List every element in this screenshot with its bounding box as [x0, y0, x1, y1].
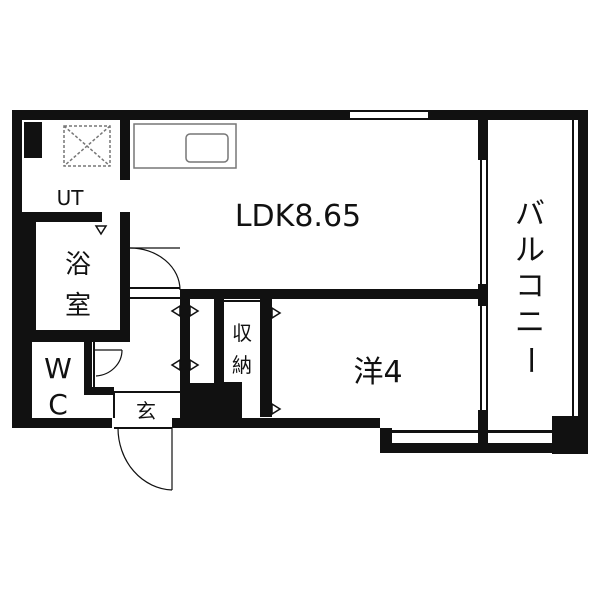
room-label-ldk: LDK8.65	[235, 199, 361, 234]
room-label-bath-1: 浴	[65, 250, 91, 280]
ventilation-fan-icon	[63, 125, 111, 167]
room-label-balcony-4: ニ	[515, 305, 545, 340]
door-swing-icon	[94, 247, 181, 491]
room-label-storage-1: 収	[232, 321, 252, 345]
storage-partitions	[93, 287, 260, 429]
room-label-balcony-1: バ	[515, 197, 545, 232]
room-label-balcony-2: ル	[515, 233, 545, 268]
room-label-wc-2: C	[48, 388, 68, 421]
room-label-utility: UT	[57, 186, 85, 210]
room-label-bath-2: 室	[65, 291, 91, 321]
room-label-western: 洋4	[353, 355, 402, 390]
room-label-balcony-5: ー	[512, 345, 547, 375]
room-label-wc-1: W	[44, 352, 72, 385]
walls	[12, 110, 588, 454]
room-label-entrance: 玄	[136, 399, 156, 423]
door-markers	[94, 225, 282, 416]
kitchen-sink-icon	[133, 123, 237, 169]
room-label-balcony-3: コ	[515, 269, 545, 304]
room-label-storage-2: 納	[232, 353, 252, 377]
